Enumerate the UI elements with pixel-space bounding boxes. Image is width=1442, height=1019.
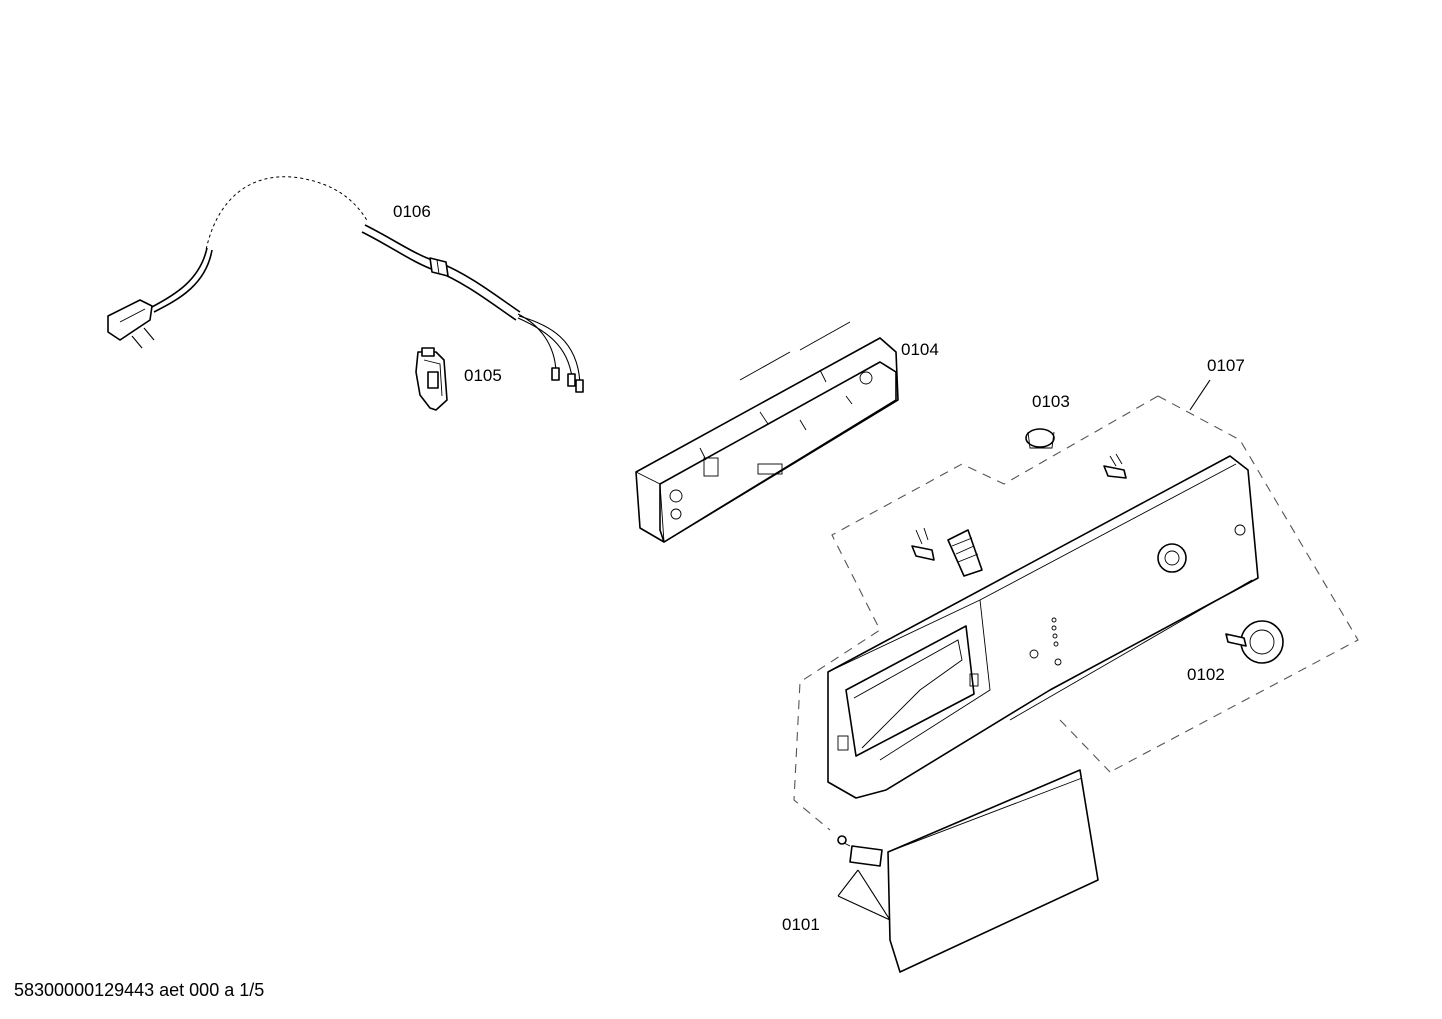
control-panel-part-0107 [827, 455, 1259, 799]
document-code: 58300000129443 aet 000 a 1/5 [14, 980, 265, 1000]
button-part-0103 [1025, 428, 1055, 449]
leader-lines [1189, 379, 1211, 411]
light-pipe-parts [911, 453, 1127, 577]
label-0102: 0102 [1187, 665, 1225, 684]
knob-part-0102 [1225, 620, 1284, 664]
flap-part-0101 [837, 769, 1099, 973]
power-cord-part-0106 [107, 176, 584, 393]
label-0107: 0107 [1207, 356, 1245, 375]
control-module-part-0104 [635, 321, 899, 543]
part-labels: 0106 0105 0104 0107 0103 0102 0101 [393, 202, 1245, 934]
assembly-boundary-part-0107 [793, 395, 1359, 831]
label-0105: 0105 [464, 366, 502, 385]
cord-clamp-part-0105 [415, 347, 448, 411]
label-0104: 0104 [901, 340, 939, 359]
label-0103: 0103 [1032, 392, 1070, 411]
label-0101: 0101 [782, 915, 820, 934]
label-0106: 0106 [393, 202, 431, 221]
